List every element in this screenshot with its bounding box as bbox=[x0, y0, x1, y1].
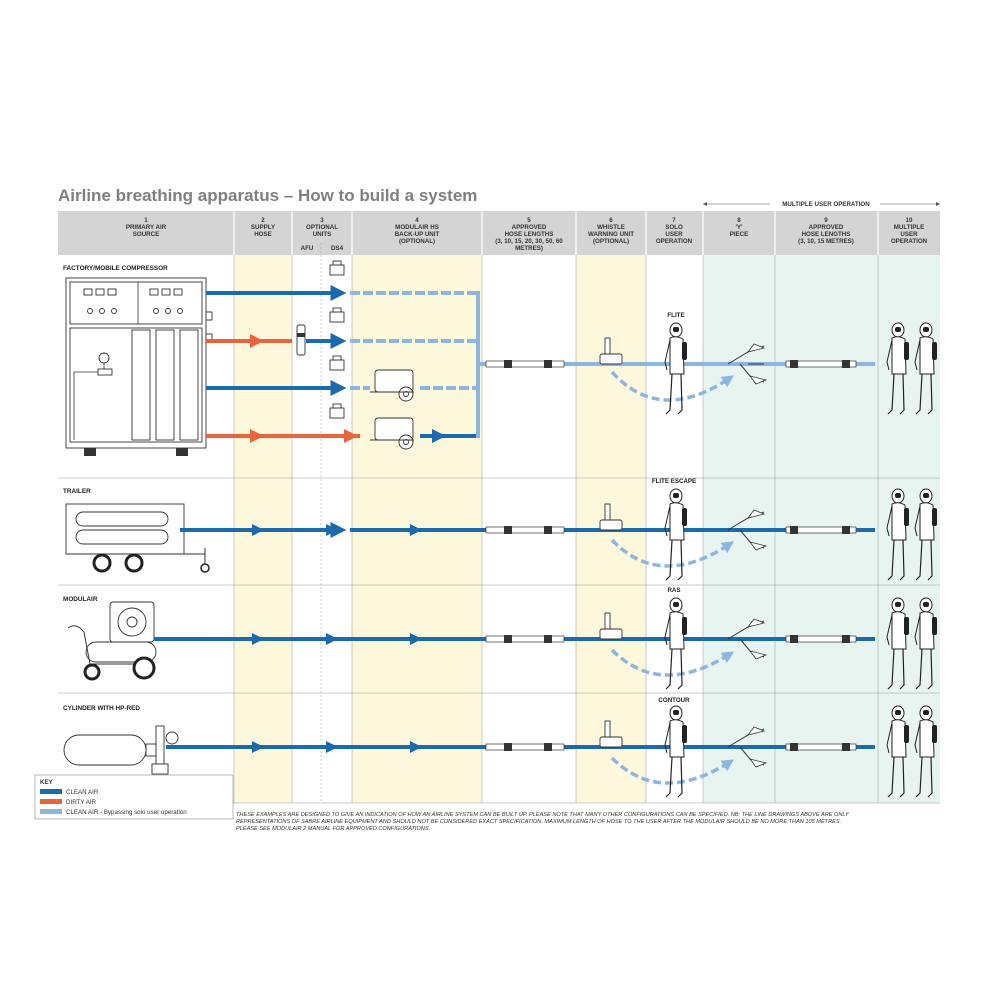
multi-user-figure-b-row4 bbox=[914, 705, 937, 798]
afu-unit-icon bbox=[296, 324, 306, 356]
ds4-unit-icons bbox=[329, 260, 345, 419]
multi-user-figure-a-row2 bbox=[886, 488, 909, 581]
row4-hose-2 bbox=[785, 743, 857, 751]
row-label-compressor: FACTORY/MOBILE COMPRESSOR bbox=[63, 265, 168, 272]
modulair-icon bbox=[67, 601, 157, 681]
row2-hose-2 bbox=[785, 526, 857, 534]
solo-user-figure-row3 bbox=[664, 597, 687, 690]
solo-user-figure-row1 bbox=[664, 322, 687, 415]
multi-user-figure-b-row2 bbox=[914, 488, 937, 581]
row1-hose-2 bbox=[785, 360, 857, 368]
row2-arrowheads bbox=[252, 524, 422, 536]
col-header-8: 8'Y'PIECE bbox=[730, 217, 749, 238]
row-label-modulair: MODULAIR bbox=[63, 596, 98, 603]
row2-bypass-arrow bbox=[610, 538, 735, 568]
row3-y-piece bbox=[727, 618, 768, 660]
row2-whistle-icon bbox=[599, 503, 623, 531]
key-label-dirty-air: DIRTY AIR bbox=[66, 799, 97, 806]
row1-whistle-icon bbox=[599, 337, 623, 365]
header-band bbox=[58, 211, 940, 255]
page-title: Airline breathing apparatus – How to bui… bbox=[58, 186, 477, 205]
cylinder-icon bbox=[63, 725, 179, 775]
multi-user-figure-a-row4 bbox=[886, 705, 909, 798]
row3-hose bbox=[485, 635, 565, 643]
col-header-3-ds4: DS4 bbox=[331, 245, 344, 252]
row-label-trailer: TRAILER bbox=[63, 488, 91, 495]
factory-compressor-icon bbox=[65, 277, 213, 456]
multi-user-figure-b-row1 bbox=[914, 322, 937, 415]
footnote: THESE EXAMPLES ARE DESIGNED TO GIVE AN I… bbox=[236, 812, 850, 832]
key-swatch-clean-air bbox=[40, 789, 62, 794]
multi-user-figure-a-row3 bbox=[886, 597, 909, 690]
row3-solo-label: RAS bbox=[667, 587, 680, 594]
row3-hose-2 bbox=[785, 635, 857, 643]
multi-user-figure-b-row3 bbox=[914, 597, 937, 690]
trailer-icon bbox=[65, 503, 210, 573]
row3-arrowheads bbox=[252, 633, 422, 645]
key-swatch-dirty-air bbox=[40, 799, 62, 804]
row4-whistle-icon bbox=[599, 720, 623, 748]
row1-y-piece bbox=[727, 343, 768, 385]
solo-user-figure-row2 bbox=[664, 488, 687, 581]
row3-whistle-icon bbox=[599, 612, 623, 640]
row2-solo-label: FLITE ESCAPE bbox=[652, 478, 696, 485]
row2-hose bbox=[485, 526, 565, 534]
row4-bypass-arrow bbox=[610, 756, 735, 785]
row-label-cylinder: CYLINDER WITH HP-RED bbox=[63, 705, 140, 712]
row1-bypass-arrow bbox=[610, 370, 735, 402]
row1-hose bbox=[485, 360, 565, 368]
col-header-3-afu: AFU bbox=[301, 245, 314, 252]
modulair-backup-icon bbox=[370, 369, 414, 450]
solo-user-figure-row4 bbox=[664, 705, 687, 798]
row1-solo-label: FLITE bbox=[667, 312, 684, 319]
key-label-bypass: CLEAN AIR - Bypassing solo user operatio… bbox=[66, 809, 187, 816]
column-separators bbox=[233, 211, 879, 255]
key-legend: KEY CLEAN AIR DIRTY AIR CLEAN AIR - Bypa… bbox=[34, 774, 234, 820]
multiple-user-bracket: MULTIPLE USER OPERATION bbox=[703, 201, 940, 208]
row4-arrowheads bbox=[252, 741, 422, 753]
row3-bypass-arrow bbox=[610, 648, 735, 677]
key-swatch-bypass bbox=[40, 809, 62, 814]
row2-y-piece bbox=[727, 509, 768, 551]
row4-solo-label: CONTOUR bbox=[658, 697, 690, 704]
key-title: KEY bbox=[40, 779, 54, 786]
key-label-clean-air: CLEAN AIR bbox=[66, 789, 99, 796]
multiple-user-label: MULTIPLE USER OPERATION bbox=[782, 201, 870, 208]
row4-y-piece bbox=[727, 726, 768, 768]
user-figures bbox=[664, 322, 937, 798]
row4-hose bbox=[485, 743, 565, 751]
multi-user-figure-a-row1 bbox=[886, 322, 909, 415]
